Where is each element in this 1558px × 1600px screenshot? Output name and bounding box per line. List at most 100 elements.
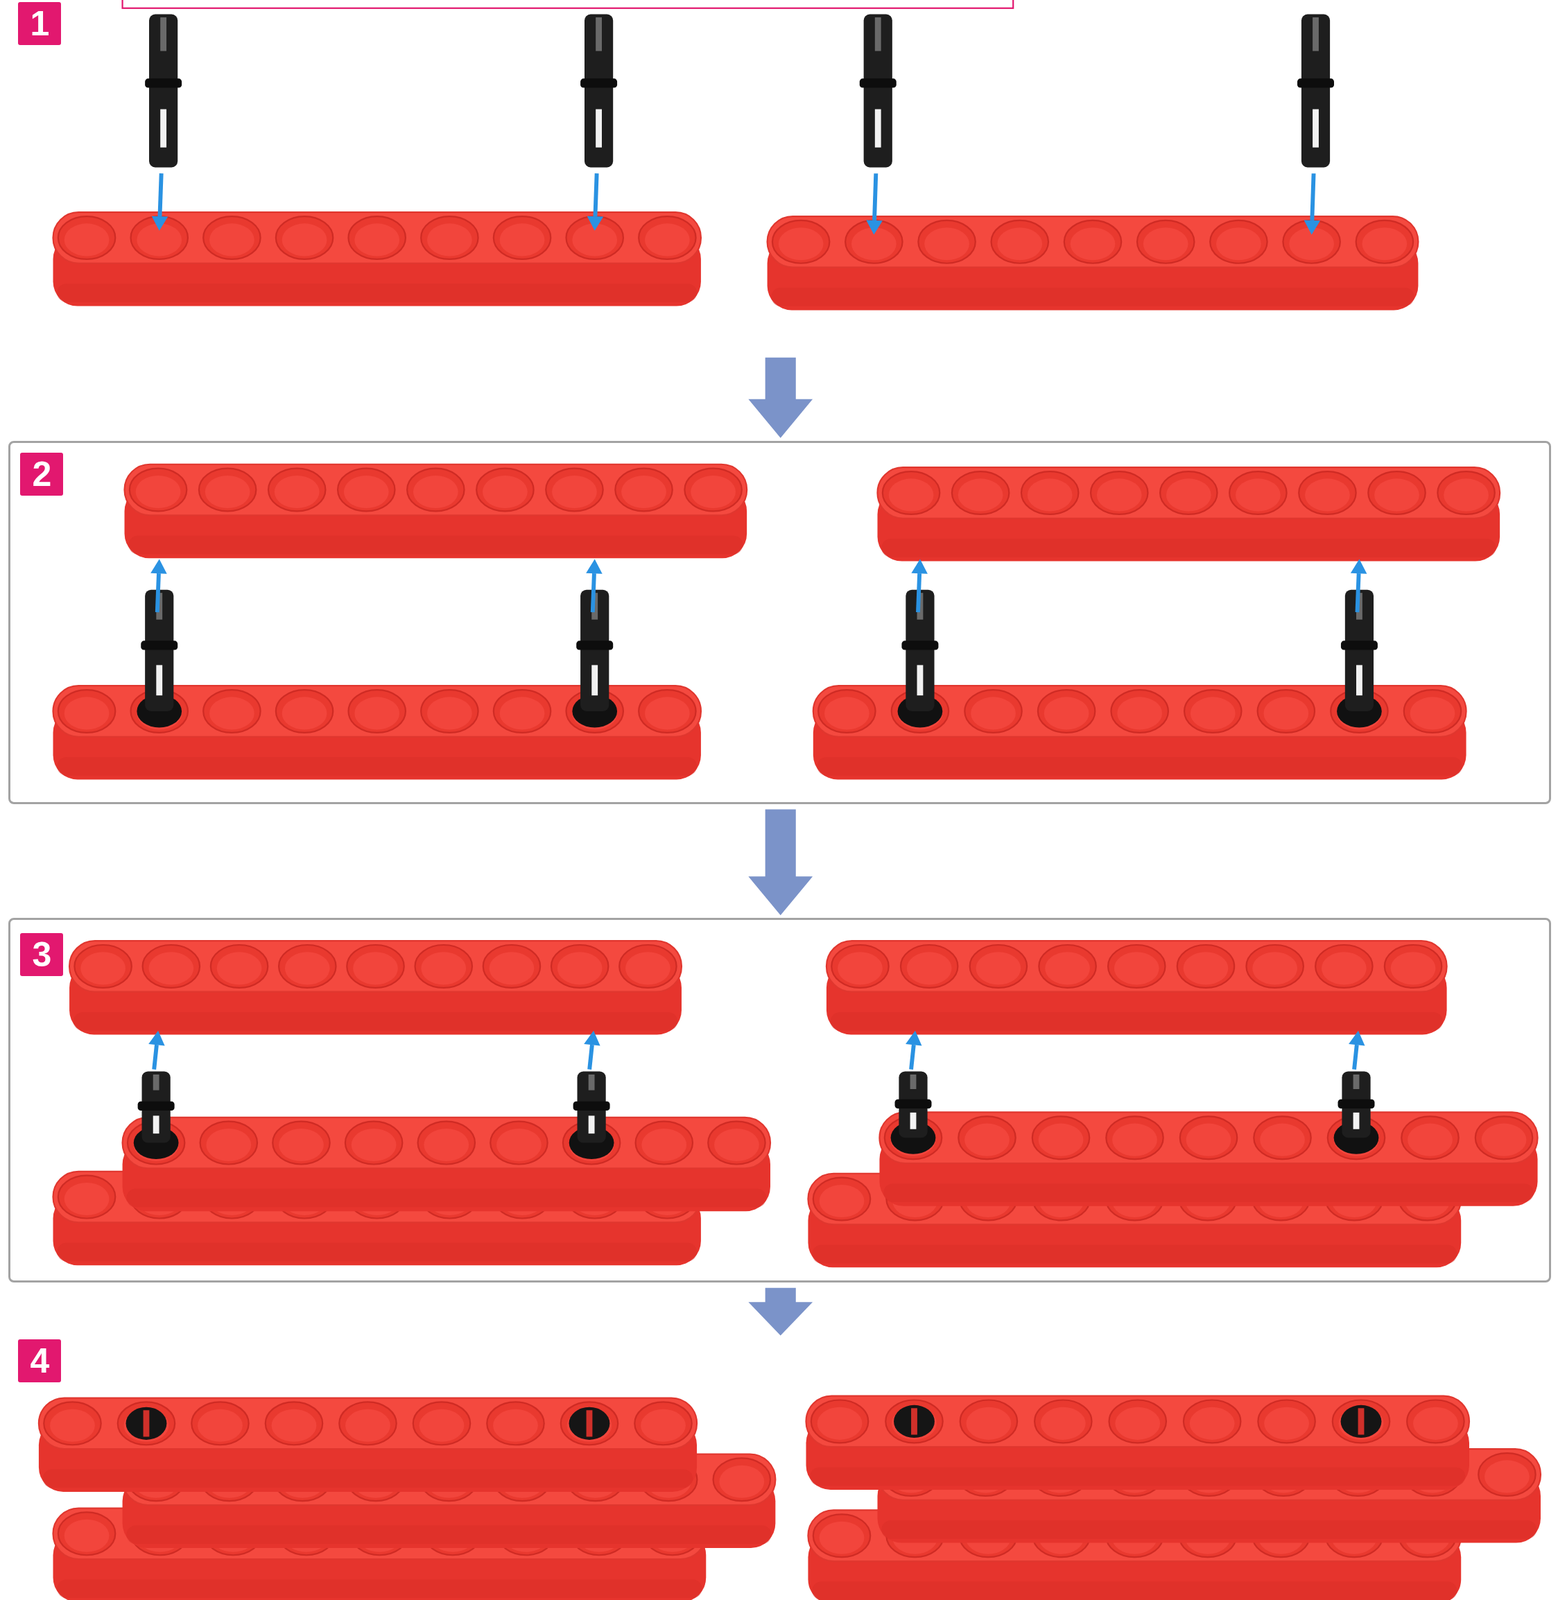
pin-collar [1297, 78, 1335, 88]
beam-hole-inner [924, 227, 970, 261]
beam-hole [1475, 1116, 1533, 1160]
beam-hole [1245, 945, 1303, 989]
beam-hole [813, 1514, 871, 1558]
pin-slit-light [160, 108, 167, 147]
insert-arrow [583, 1031, 600, 1070]
insert-arrow-head [150, 559, 168, 575]
beam-shade [56, 757, 697, 776]
beam-shade [73, 1012, 678, 1031]
beam-hole-inner [205, 475, 251, 509]
beam-hole [1404, 689, 1461, 733]
beam-hole-inner [499, 223, 545, 256]
beam-hole [493, 689, 551, 733]
insert-arrow [151, 173, 169, 231]
step-arrow-head [748, 1302, 813, 1336]
beam-hole [813, 1178, 871, 1222]
beam-hole [1108, 945, 1165, 989]
beam-hole [1257, 1400, 1315, 1444]
beam-hole [615, 468, 672, 512]
beam-hole [198, 468, 256, 512]
beam-hole [560, 1401, 618, 1445]
beam-hole [900, 945, 958, 989]
beam-hole-inner [1183, 951, 1229, 985]
step-number: 3 [20, 933, 64, 977]
step-arrow [748, 809, 813, 916]
insert-arrow [1350, 559, 1368, 613]
beam-hole-inner [148, 951, 194, 985]
insert-arrow [866, 173, 883, 235]
beam-shade [56, 1243, 697, 1262]
pin-head-disc [569, 1407, 611, 1441]
beam-hole-inner [1481, 1123, 1527, 1157]
beam-hole [117, 1401, 175, 1445]
beam-hole-inner [1263, 696, 1309, 730]
beam-hole [268, 468, 326, 512]
step-arrow-shaft [765, 809, 796, 878]
liftarm-beam [767, 216, 1419, 310]
insert-arrow-head [905, 1031, 922, 1047]
pin-slit [1312, 17, 1319, 52]
beam-hole [420, 216, 478, 260]
beam-hole [1160, 471, 1217, 515]
pin-slit [153, 1074, 160, 1091]
insert-arrow-head [911, 559, 928, 575]
insert-arrow-shaft [874, 173, 876, 221]
beam-hole-inner [778, 227, 824, 261]
beam-hole-inner [420, 951, 466, 985]
beam-hole [278, 945, 336, 989]
pin-head-slot [143, 1410, 150, 1437]
beam-hole-inner [557, 951, 603, 985]
pin-collar [137, 1101, 175, 1111]
beam-hole [1110, 689, 1168, 733]
pin-collar [1340, 640, 1378, 650]
beam-hole-inner [824, 696, 870, 730]
beam-hole-inner [492, 1409, 539, 1443]
pin-slit-light [875, 108, 882, 147]
pin-slit-light [1356, 664, 1363, 696]
pin-head [1340, 1405, 1382, 1439]
beam-hole [545, 468, 603, 512]
beam-shade [811, 1245, 1457, 1264]
beam-hole-inner [1114, 951, 1160, 985]
pin-collar [140, 640, 178, 650]
beam-hole-inner [888, 478, 934, 512]
pin-collar [859, 78, 897, 88]
beam-hole [1401, 1116, 1459, 1160]
liftarm-beam [877, 467, 1501, 561]
beam-hole-inner [1040, 1407, 1086, 1441]
pin-head-disc [893, 1405, 935, 1439]
step-arrow-head [748, 876, 813, 916]
step-arrow [748, 357, 813, 439]
beam-hole-inner [906, 951, 952, 985]
beam-hole-inner [1166, 478, 1212, 512]
beam-hole [1037, 689, 1095, 733]
insert-arrow-shaft [592, 573, 595, 613]
beam-hole-inner [64, 223, 110, 256]
beam-hole [551, 945, 609, 989]
pin-collar [1338, 1099, 1375, 1109]
beam-hole [272, 1121, 330, 1165]
pin-slit [160, 17, 167, 52]
beam-hole-inner [482, 475, 528, 509]
beam-hole-inner [1361, 227, 1407, 261]
insert-arrow-shaft [1356, 573, 1359, 613]
pin-collar [580, 78, 618, 88]
beam-hole [1406, 1400, 1464, 1444]
pin-head [893, 1405, 935, 1439]
beam-hole [1356, 220, 1414, 264]
insert-arrow [148, 1031, 165, 1070]
beam-hole [203, 216, 261, 260]
beam-hole-inner [1484, 1460, 1530, 1493]
beam-top [767, 216, 1419, 268]
beam-hole [476, 468, 534, 512]
beam-hole [1209, 220, 1267, 264]
liftarm-beam [805, 1396, 1469, 1491]
insert-arrow [1348, 1031, 1365, 1070]
beam-hole [638, 689, 696, 733]
beam-hole-inner [1216, 227, 1262, 261]
beam-hole-inner [282, 696, 328, 730]
beam-hole [1064, 220, 1122, 264]
beam-hole-inner [966, 1407, 1012, 1441]
liftarm-beam [826, 940, 1448, 1035]
